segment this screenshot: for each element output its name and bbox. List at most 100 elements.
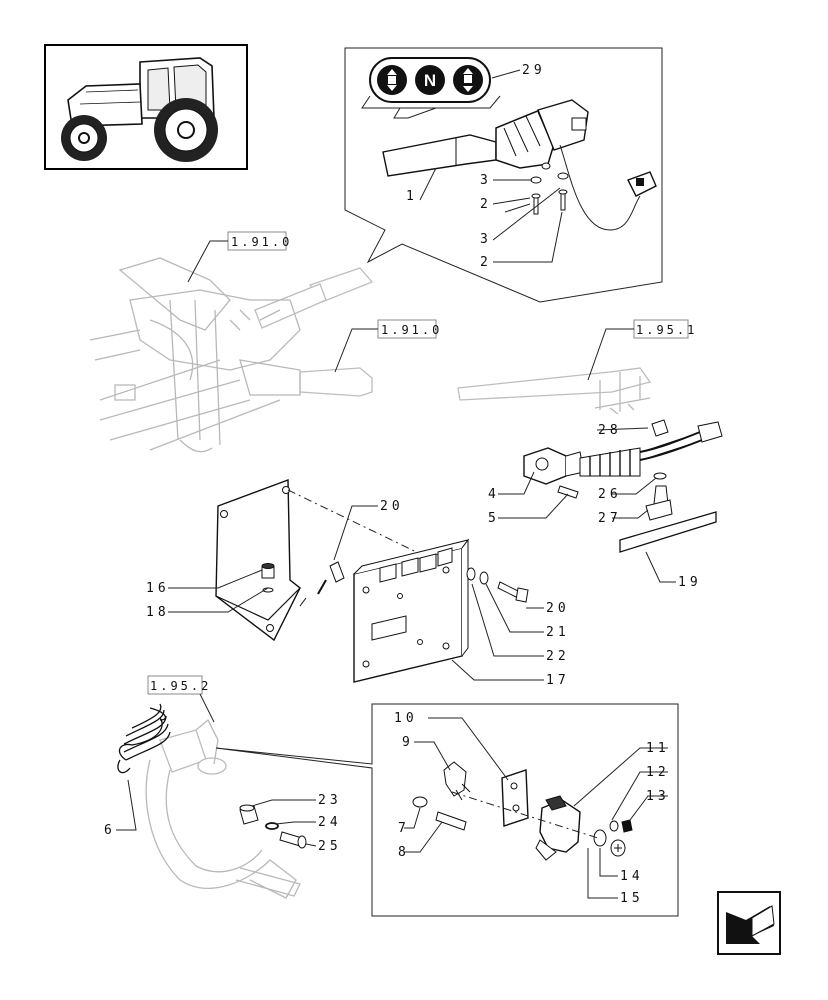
forward-symbol-icon	[377, 65, 407, 95]
leader-7	[404, 807, 421, 829]
leader-23	[251, 799, 316, 807]
nut-28	[651, 419, 669, 437]
pin-23	[239, 804, 259, 825]
svg-text:1.91.0: 1.91.0	[231, 235, 292, 249]
leader-28	[596, 427, 649, 431]
reverse-symbol-icon	[453, 65, 483, 95]
callout-21: 21	[546, 625, 570, 640]
svg-text:1.95.2: 1.95.2	[150, 679, 211, 693]
ref-leader-1910-b	[334, 328, 378, 373]
svg-text:N: N	[424, 71, 436, 90]
direction-symbol-plate: N	[369, 57, 491, 103]
callout-24: 24	[318, 815, 342, 830]
callout-7: 7	[398, 821, 410, 836]
callout-2a: 2	[480, 197, 492, 212]
callout-9: 9	[402, 735, 414, 750]
callout-13: 13	[646, 789, 670, 804]
reverser-lever	[382, 99, 657, 231]
leader-10	[428, 717, 509, 781]
callout-11: 11	[646, 741, 670, 756]
leader-14	[599, 848, 618, 877]
bolt-25	[279, 831, 307, 849]
callout-14: 14	[620, 869, 644, 884]
leader-22	[471, 583, 544, 657]
leader-9	[414, 741, 451, 771]
callout-27: 27	[598, 511, 622, 526]
callout-20a: 20	[380, 499, 404, 514]
handbrake-lever-background	[457, 367, 652, 415]
leader-26	[612, 477, 657, 495]
callout-3b: 3	[480, 232, 492, 247]
leader-16	[168, 569, 263, 589]
leader-17	[451, 659, 544, 681]
callout-22: 22	[546, 649, 570, 664]
lower-detail-frame	[215, 703, 679, 917]
leader-27	[612, 509, 649, 519]
screw-washer-set	[530, 162, 569, 215]
callout-25: 25	[318, 839, 342, 854]
callout-10: 10	[394, 711, 418, 726]
clutch-pedal-background	[145, 718, 301, 899]
ref-leader-1952	[199, 693, 215, 723]
control-unit-17	[353, 538, 470, 683]
ref-leader-1951	[587, 328, 634, 381]
callout-6: 6	[104, 823, 116, 838]
leader-25	[305, 843, 317, 847]
handbrake-switch	[523, 421, 723, 485]
leader-15	[587, 848, 618, 899]
leader-29	[491, 69, 521, 79]
ref-leader-1910-a	[187, 240, 228, 283]
callout-8: 8	[398, 845, 410, 860]
plug-26-27	[645, 472, 673, 521]
leader-8	[404, 821, 443, 853]
callout-26: 26	[598, 487, 622, 502]
ref-box-1951: 1.95.1	[633, 319, 697, 339]
leader-21	[485, 583, 544, 633]
leader-3b	[492, 187, 561, 241]
callout-29: 29	[522, 63, 546, 78]
svg-text:1.95.1: 1.95.1	[636, 323, 697, 337]
bolt-20-upper	[299, 561, 345, 607]
leader-2a	[492, 197, 531, 213]
leader-5	[498, 493, 569, 519]
leader-18	[168, 587, 269, 613]
symbol-plate-pointer	[393, 107, 437, 119]
switch-bolt-5	[557, 485, 579, 499]
ref-box-1910-a: 1.91.0	[227, 231, 292, 251]
fastener-axis-line	[287, 489, 463, 575]
leader-11	[573, 747, 668, 807]
lower-fastener-axis	[451, 791, 599, 839]
callout-5: 5	[488, 511, 500, 526]
leader-20a	[333, 505, 378, 561]
mounting-bracket	[215, 479, 301, 642]
callout-2b: 2	[480, 255, 492, 270]
svg-text:1.91.0: 1.91.0	[381, 323, 442, 337]
symbol-plate-bracket	[361, 95, 501, 109]
leader-4	[498, 471, 535, 495]
leader-19	[645, 551, 676, 583]
callout-12: 12	[646, 765, 670, 780]
leader-13	[629, 795, 668, 821]
callout-1: 1	[406, 189, 418, 204]
bolt-20-lower	[497, 581, 529, 603]
detail-callout-frame	[344, 47, 663, 303]
strip-19	[619, 511, 717, 553]
callout-16: 16	[146, 581, 170, 596]
switch-assembly-lower	[412, 761, 633, 861]
callout-4: 4	[488, 487, 500, 502]
leader-6	[116, 779, 137, 831]
neutral-symbol-icon: N	[415, 65, 445, 95]
callout-18: 18	[146, 605, 170, 620]
callout-23: 23	[318, 793, 342, 808]
tractor-thumbnail-icon	[44, 44, 248, 170]
ref-box-1952: 1.95.2	[147, 675, 211, 695]
callout-19: 19	[678, 575, 702, 590]
callout-28: 28	[598, 423, 622, 438]
leader-24	[275, 821, 316, 825]
steering-column-background	[89, 257, 374, 453]
next-page-arrow-icon[interactable]	[717, 891, 781, 955]
leader-12	[611, 771, 668, 821]
spring-6	[117, 703, 171, 774]
leader-1	[419, 167, 437, 201]
